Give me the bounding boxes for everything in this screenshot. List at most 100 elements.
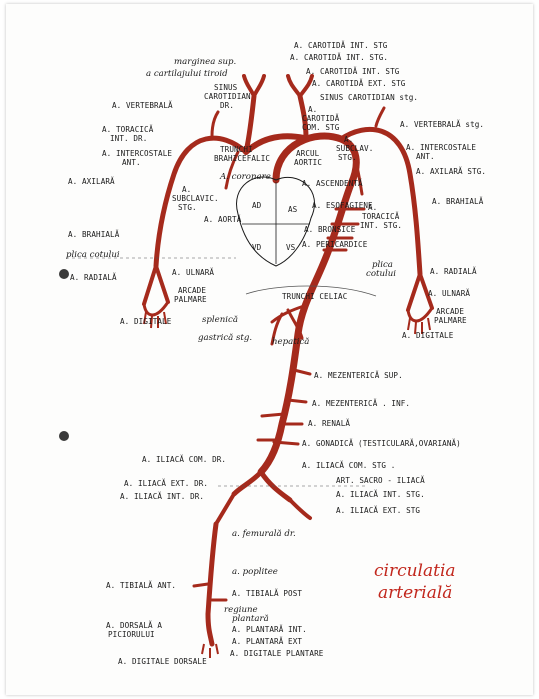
abdominal-branches [256,368,312,446]
right-carotid-vessel [243,93,257,155]
label-subclav-stg-1: A. [344,135,353,144]
label-intercostale-dr-2: ANT. [122,158,141,167]
label-radiala-stg: A. RADIALĂ [430,267,477,276]
label-arcade-dr-2: PALMARE [174,295,207,304]
label-carotid-int-stg-top: A. CAROTIDĂ INT. STG [294,41,388,50]
label-sinus-dr-1: SINUS [214,83,238,92]
leg-vessel [205,521,219,647]
label-arcul-1: ARCUL [296,149,320,158]
brachiocephalic-vessel [243,133,307,155]
label-axilara-dr: A. AXILARĂ [68,177,115,186]
arterial-circulation-diagram: A. CAROTIDĂ INT. STG A. CAROTIDĂ INT. ST… [59,41,486,666]
label-bronsice: A. BRONSICE [304,225,356,234]
label-gastrica: gastrică stg. [198,332,252,343]
label-iliaca-int-dr: A. ILIACĂ INT. DR. [120,492,204,501]
thoracic-branches [322,207,366,252]
label-splenica: splenică [202,314,238,325]
notebook-page: A. CAROTIDĂ INT. STG A. CAROTIDĂ INT. ST… [6,4,533,695]
label-arcade-stg-1: ARCADE [436,307,464,316]
right-vertebral-vessel [210,110,220,138]
title-line-1: circulatia [374,561,456,581]
artery-tree [142,74,434,647]
heart-vd: VD [252,243,262,252]
label-gonadica: A. GONADICĂ (TESTICULARĂ,OVARIANĂ) [302,439,461,448]
label-arcul-2: AORTIC [294,158,322,167]
right-arm-vessel [153,135,249,269]
right-palmar-arch [142,300,170,317]
label-carotid-int-stg-3: A. CAROTIDĂ INT. STG [306,67,400,76]
label-sinus-dr-2: CAROTIDIAN [204,92,251,101]
label-arcade-dr-1: ARCADE [178,286,206,295]
left-arm-vessel [338,126,423,277]
label-toracica-stg-3: INT. STG. [360,221,402,230]
label-plica-stg-1: plica [372,260,393,270]
label-mezenterica-inf: A. MEZENTERICĂ . INF. [312,399,410,408]
label-toracica-stg-1: A. [368,203,377,212]
right-carotid-branches [242,74,266,98]
celiac-vessels [270,304,306,346]
label-subclavic-dr-1: A. [182,185,191,194]
label-toracica-stg-2: TORACICĂ [362,212,400,221]
left-carotid-vessel [297,93,309,141]
label-arcade-stg-2: PALMARE [434,316,467,325]
label-dorsala-1: A. DORSALĂ A [106,621,162,630]
title-line-2: arterială [378,583,452,603]
label-dorsala-2: PICIORULUI [108,630,155,639]
heart-vs: VS [286,243,296,252]
label-plantara-int: A. PLANTARĂ INT. [232,625,307,634]
label-aorta: A. AORTĂ [204,215,242,224]
label-brahiala-stg: A. BRAHIALĂ [432,197,484,206]
aorta-vessel [257,132,360,476]
label-iliaca-com-dr: A. ILIACĂ COM. DR. [142,455,226,464]
right-forearm-vessels [142,264,170,306]
label-intercostale-dr-1: A. INTERCOSTALE [102,149,172,158]
label-digitale-dorsale: A. DIGITALE DORSALE [118,657,207,666]
label-pericardice: A. PERICARDICE [302,240,368,249]
label-sinus-carotidian-stg: SINUS CAROTIDIAN stg. [320,93,418,102]
label-tibiala-ant: A. TIBIALĂ ANT. [106,581,176,590]
label-digitale-dr: A. DIGITALE [120,317,172,326]
label-iliaca-int-stg: A. ILIACĂ INT. STG. [336,490,425,499]
label-regiune-1: regiune [224,605,258,615]
label-radiala-dr: A. RADIALĂ [70,273,117,282]
external-iliac-vessels [214,492,312,526]
label-subclavic-dr-3: STG. [178,203,197,212]
label-subclav-stg-3: STG. [338,153,357,162]
label-sacro-iliaca: ART. SACRO - ILIACĂ [336,476,425,485]
label-femurala: a. femurală dr. [232,528,296,539]
label-carotid-int-stg-2: A. CAROTIDĂ INT. STG. [290,53,388,62]
label-vertebrala-dr: A. VERTEBRALĂ [112,101,173,110]
label-ulnara-dr: A. ULNARĂ [172,268,214,277]
tibial-vessels [192,582,228,602]
label-digitale-plantare: A. DIGITALE PLANTARE [230,649,324,658]
right-internal-thoracic-vessel [224,150,240,190]
diaphragm-line [245,285,377,297]
label-trunchi-1: TRUNCHI [220,145,253,154]
label-marginea-1: marginea sup. [174,57,236,67]
label-vertebrala-stg: A. VERTEBRALĂ stg. [400,120,484,129]
heart [236,176,315,267]
label-iliaca-ext-dr: A. ILIACĂ EXT. DR. [124,479,208,488]
label-tibiala-post: A. TIBIALĂ POST [232,589,302,598]
label-plica-stg-2: cotului [366,269,396,279]
label-trunchi-celiac: TRUNCHI CELIAC [282,292,347,301]
label-iliaca-ext-stg: A. ILIACĂ EXT. STG [336,506,420,515]
label-iliaca-com-stg: A. ILIACĂ COM. STG . [302,461,395,470]
label-ulnara-stg: A. ULNARĂ [428,289,470,298]
heart-ad: AD [252,201,262,210]
heart-as: AS [288,205,298,214]
label-coronare: A. coronare [219,172,271,182]
left-carotid-branches [286,74,314,98]
label-renala: A. RENALĂ [308,419,350,428]
label-marginea-2: a cartilajului tiroid [146,69,228,79]
label-plica-cotului-dr: plica cotului [66,250,120,260]
label-poplitee: a. poplitee [232,567,278,577]
label-intercostale-stg-1: A. INTERCOSTALE [406,143,476,152]
digital-arteries [143,311,431,658]
label-plantara-ext: A. PLANTARĂ EXT [232,637,302,646]
label-hepatica: hepatică [272,336,309,347]
punch-hole-bottom [59,431,69,441]
left-forearm-vessels [406,272,434,312]
label-mezenterica-sup: A. MEZENTERICĂ SUP. [314,371,403,380]
label-carotid-ext-stg: A. CAROTIDĂ EXT. STG [312,79,406,88]
